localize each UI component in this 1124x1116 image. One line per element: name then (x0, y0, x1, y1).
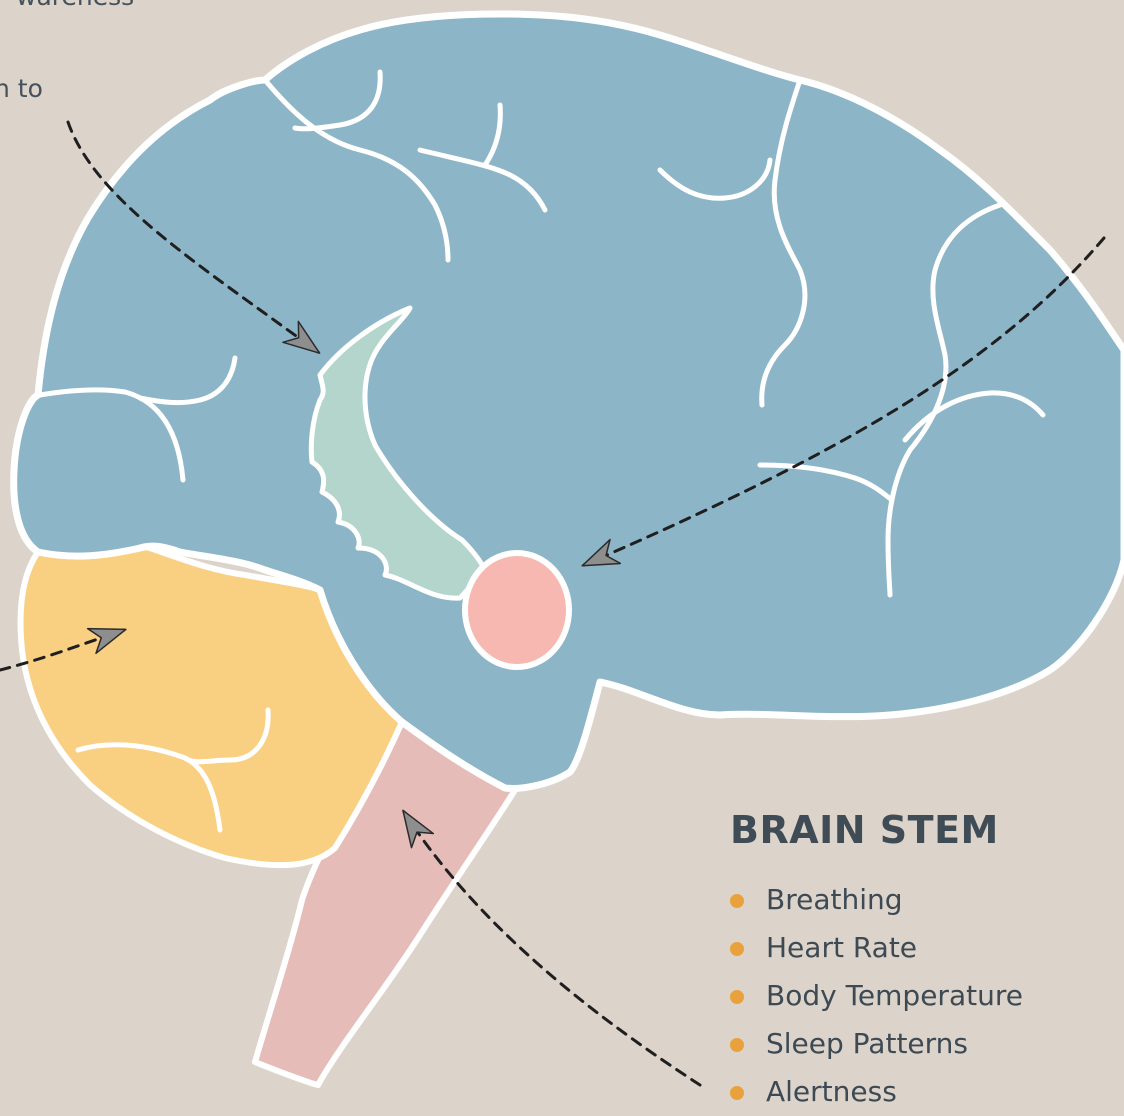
bullet-dot-icon (730, 1038, 744, 1052)
list-item: Body Temperature (730, 972, 1023, 1020)
list-item-label: Alertness (766, 1075, 897, 1108)
brain-stem-title: BRAIN STEM (730, 808, 1023, 852)
list-item-label: Body Temperature (766, 979, 1023, 1012)
bullet-dot-icon (730, 1086, 744, 1100)
brain-stem-panel: BRAIN STEM Breathing Heart Rate Body Tem… (730, 808, 1023, 1116)
cropped-label-text: n to (0, 74, 43, 103)
bullet-dot-icon (730, 942, 744, 956)
brain-stem-function-list: Breathing Heart Rate Body Temperature Sl… (730, 876, 1023, 1116)
list-item: Heart Rate (730, 924, 1023, 972)
list-item: Sleep Patterns (730, 1020, 1023, 1068)
cropped-label-text: wareness (16, 0, 134, 11)
amygdala (465, 553, 569, 667)
bullet-dot-icon (730, 990, 744, 1004)
bullet-dot-icon (730, 894, 744, 908)
list-item-label: Breathing (766, 883, 903, 916)
list-item-label: Heart Rate (766, 931, 917, 964)
list-item-label: Sleep Patterns (766, 1027, 968, 1060)
list-item: Alertness (730, 1068, 1023, 1116)
list-item: Breathing (730, 876, 1023, 924)
